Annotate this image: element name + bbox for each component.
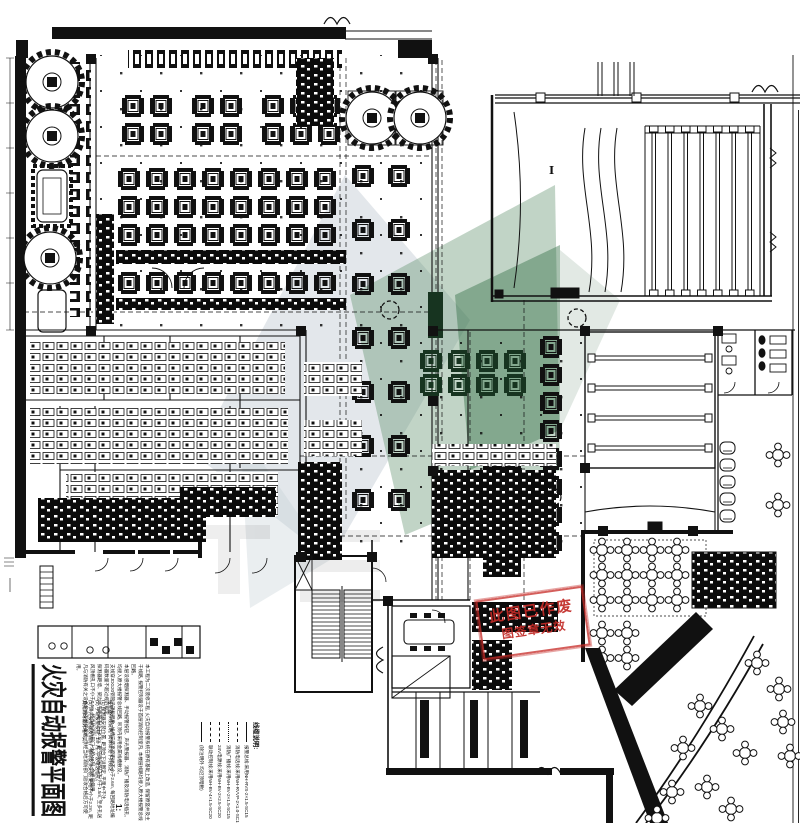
note-column: 凡与消防有关之设备管线安装完毕后, 须经当地消防部门验收合格后方可使用。 bbox=[75, 664, 88, 814]
legend-label: 24V电源线:采用NH-BV-2×2.5-SC20 bbox=[217, 745, 222, 818]
note-column: 支线穿JDG20钢管沿顶板暗敷, 线槽安装高度距地不小于2.6m, 每回路地址编… bbox=[103, 664, 116, 818]
legend-entry: 消防电话线:采用NH-RVVP-2×1.0-SC15 bbox=[233, 722, 242, 823]
legend-entry: 联动控制线:采用NH-BV-4×1.5-SC20 bbox=[206, 722, 215, 821]
function-room-bars bbox=[430, 329, 795, 532]
left-exterior bbox=[37, 565, 201, 659]
legend-header: 线缆说明: bbox=[252, 722, 259, 750]
legend-label: 消防电话线:采用NH-RVVP-2×1.0-SC15 bbox=[235, 745, 240, 823]
note-column: 本层设感烟探测器、手动报警按钮、声光警报器、消防广播及消防电话插孔, 均接入原大… bbox=[117, 664, 130, 817]
note-column: 探测器距墙、梁边水平距离不小于0.5m, 距空调送风口不小于1.5m, 至多孔送… bbox=[89, 664, 102, 819]
legend-label: 联动控制线:采用NH-BV-4×1.5-SC20 bbox=[208, 745, 213, 819]
legend-label: 消防广播线:采用NH-BV-2×1.5-SC15 bbox=[226, 745, 231, 819]
drawing-title: 火灾自动报警平面图 bbox=[31, 664, 75, 817]
banquet-hall bbox=[490, 62, 800, 302]
hall-column-marker: I bbox=[549, 164, 555, 177]
legend-entry: (除注明外 均沿顶暗敷) bbox=[197, 722, 206, 821]
misc-symbols bbox=[86, 16, 723, 674]
legend-entry: 24V电源线:采用NH-BV-2×2.5-SC20 bbox=[215, 722, 224, 821]
vip-round-tables bbox=[342, 88, 450, 148]
note-column: 本工程为二次装修工程, 火灾自动报警系统在原有基础上改造, 保留原竖井及主干线路… bbox=[131, 664, 150, 821]
line-sample-solid-thick bbox=[200, 722, 202, 742]
line-sample-dashed bbox=[236, 722, 238, 742]
kitchen-area bbox=[30, 267, 556, 560]
terrace-tables bbox=[635, 635, 800, 823]
staircase bbox=[294, 555, 373, 662]
legend-label: (除注明外 均沿顶暗敷) bbox=[199, 745, 204, 791]
line-sample-dashed2 bbox=[209, 722, 211, 742]
line-sample-solid bbox=[245, 722, 247, 742]
toilet-block-right bbox=[717, 330, 793, 530]
notes-general: 本工程为二次装修工程, 火灾自动报警系统在原有基础上改造, 保留原竖井及主干线路… bbox=[74, 664, 150, 821]
line-sample-dashdot bbox=[218, 722, 220, 742]
cable-legend: 线缆说明: 报警总线:采用NH-RVS-2×1.5-SC15 消防电话线:采用N… bbox=[197, 722, 260, 823]
legend-entry: 报警总线:采用NH-RVS-2×1.5-SC15 bbox=[242, 722, 251, 821]
bottom-rooms bbox=[94, 557, 562, 775]
legend-label: 报警总线:采用NH-RVS-2×1.5-SC15 bbox=[244, 745, 249, 818]
line-sample-dotted bbox=[227, 722, 229, 742]
dining-area bbox=[20, 46, 346, 333]
legend-entry: 消防广播线:采用NH-BV-2×1.5-SC15 bbox=[224, 722, 233, 821]
dimension-ticks bbox=[4, 57, 14, 592]
banquet-seating bbox=[581, 526, 777, 823]
